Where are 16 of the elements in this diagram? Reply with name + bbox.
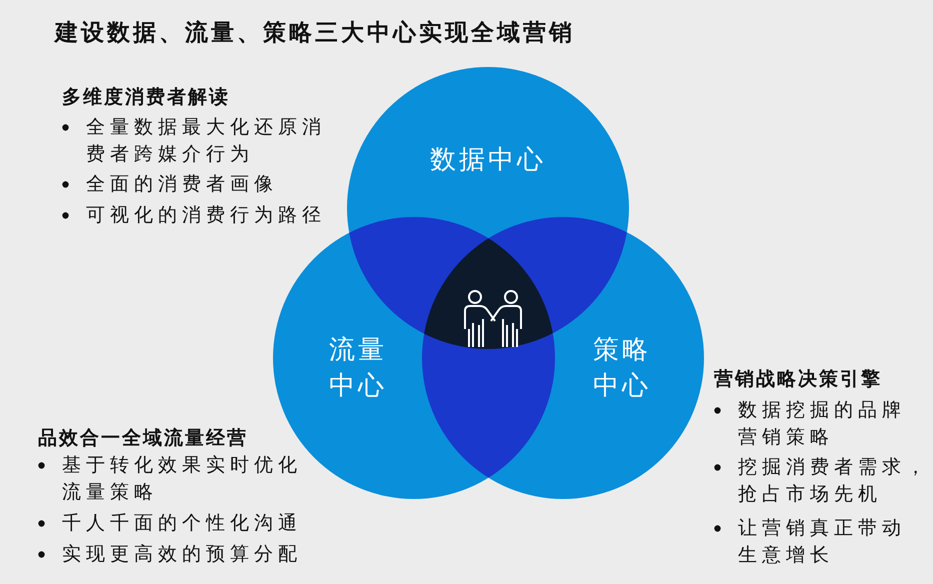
circle-label: 策略中心 xyxy=(592,332,652,404)
bullet-text: 实现更高效的预算分配 xyxy=(62,542,303,567)
bullet-text: 全量数据最大化还原消费者跨媒介行为 xyxy=(86,115,327,167)
circle-label: 数据中心 xyxy=(408,142,568,178)
section-heading: 品效合一全域流量经营 xyxy=(38,426,248,451)
bullet-text: 可视化的消费行为路径 xyxy=(86,203,327,228)
bullet-text: 全面的消费者画像 xyxy=(86,172,279,197)
bullet-text: 基于转化效果实时优化流量策略 xyxy=(62,453,303,505)
circle-label: 流量中心 xyxy=(328,332,388,404)
bullet-text: 让营销真正带动生意增长 xyxy=(738,516,907,568)
section-heading: 营销战略决策引擎 xyxy=(714,367,882,392)
bullet-text: 数据挖掘的品牌营销策略 xyxy=(738,398,907,450)
section-heading: 多维度消费者解读 xyxy=(62,85,230,110)
title: 建设数据、流量、策略三大中心实现全域营销 xyxy=(55,18,575,48)
bullet-text: 挖掘消费者需求，抢占市场先机 xyxy=(738,455,931,507)
bullet-text: 千人千面的个性化沟通 xyxy=(62,511,303,536)
